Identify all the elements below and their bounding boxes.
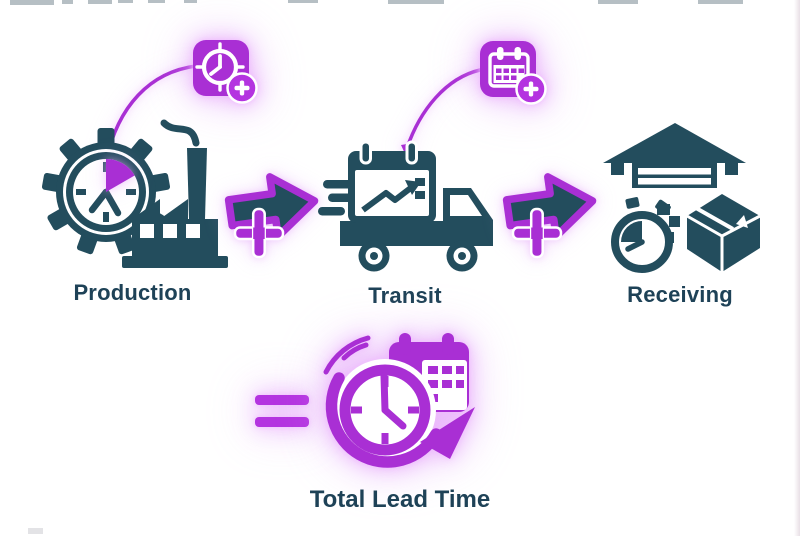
cropped-text-artifact xyxy=(88,0,112,4)
calendar-cell xyxy=(415,178,425,186)
equals-icon xyxy=(255,395,309,427)
plus-icon xyxy=(233,207,285,259)
arrow-right-icon xyxy=(224,173,319,241)
clock-icon xyxy=(334,359,436,461)
cropped-text-artifact xyxy=(698,0,743,4)
receiving-label: Receiving xyxy=(627,282,733,307)
transit-icon xyxy=(318,140,493,272)
plus-icon xyxy=(511,207,563,259)
cropped-text-artifact xyxy=(28,528,43,534)
calendar-cell xyxy=(415,191,425,199)
factory-icon xyxy=(122,119,228,268)
parcel-box-icon xyxy=(686,194,761,272)
truck-window xyxy=(450,195,482,216)
plus-badge-icon xyxy=(515,73,547,105)
cropped-text-artifact xyxy=(184,0,197,3)
garage-door-slat xyxy=(638,178,711,185)
cropped-text-artifact xyxy=(118,0,133,3)
cropped-text-artifact xyxy=(288,0,318,3)
plus-arrow-icon xyxy=(502,173,597,259)
garage-door-slat xyxy=(638,168,711,175)
connector-arrowhead-wedge-icon xyxy=(106,159,135,192)
plus-badge-icon xyxy=(226,72,258,104)
production-icon xyxy=(41,119,228,268)
arrow-right-icon xyxy=(502,173,597,241)
cropped-text-artifact xyxy=(62,0,73,4)
stopwatch-icon xyxy=(611,197,673,273)
right-edge-shading xyxy=(794,0,800,536)
cropped-text-artifact xyxy=(10,0,54,5)
plus-arrow-icon xyxy=(224,173,319,259)
speed-line-icon xyxy=(318,207,345,216)
cropped-text-artifact xyxy=(598,0,638,4)
clock-add-badge-icon xyxy=(193,40,258,104)
calendar-add-badge-icon xyxy=(480,41,547,105)
speed-arc-icon xyxy=(323,335,371,375)
truck-wheel-icon xyxy=(358,240,390,272)
production-label: Production xyxy=(73,280,192,305)
truck-wheel-icon xyxy=(446,240,478,272)
total-lead-time-label: Total Lead Time xyxy=(309,486,491,513)
total-lead-time-icon xyxy=(323,333,475,468)
receiving-icon xyxy=(603,123,761,273)
smoke-icon xyxy=(160,119,200,147)
cropped-text-artifact xyxy=(388,0,444,4)
calendar-glyph-icon xyxy=(488,47,530,88)
transit-label: Transit xyxy=(368,283,442,308)
clock-glyph-icon xyxy=(195,42,245,92)
cropped-text-artifact xyxy=(148,0,165,3)
connector-transit xyxy=(405,68,482,150)
swoosh-arrow-icon xyxy=(325,372,475,468)
